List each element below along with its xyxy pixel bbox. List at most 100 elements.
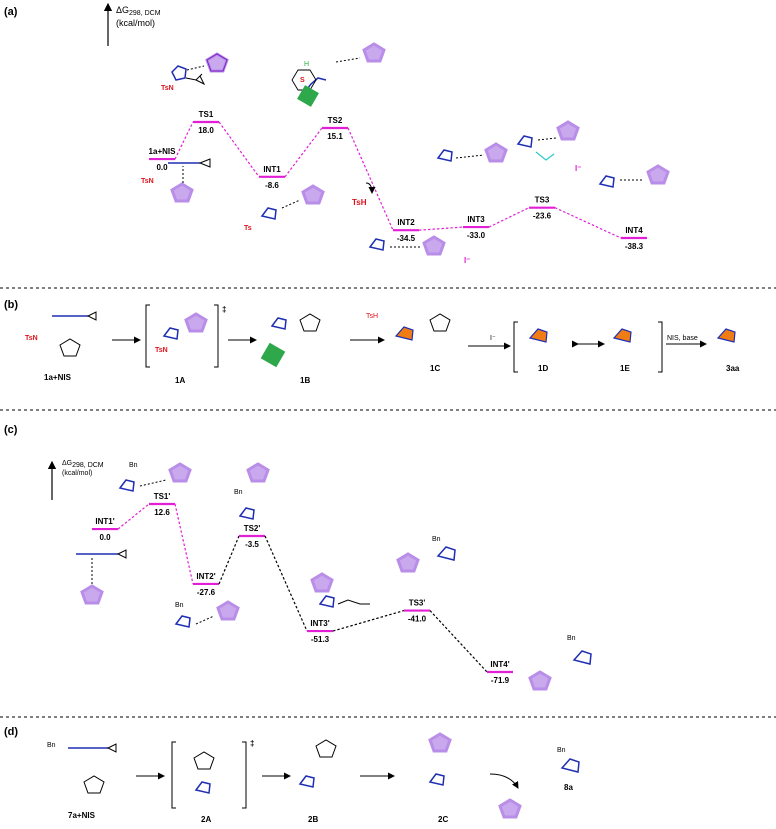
nis-base-label: NIS, base xyxy=(667,335,698,342)
profile-c-state-name: INT4' xyxy=(490,660,509,669)
svg-text:TsN: TsN xyxy=(155,347,168,354)
profile-c-state-name: TS1' xyxy=(154,492,171,501)
profile-a-state-value: -23.6 xyxy=(533,212,552,221)
profile-a-state-name: TS3 xyxy=(535,196,550,205)
bn-d2: Bn xyxy=(557,747,566,754)
svg-text:TsN: TsN xyxy=(161,85,174,92)
profile-a-state-name: INT1 xyxy=(263,165,281,174)
reactant-structure-a: TsN xyxy=(141,158,211,203)
compound-7a-nis: 7a+NIS xyxy=(68,811,96,820)
svg-text:S: S xyxy=(300,77,305,84)
profile-c-state-name: TS3' xyxy=(409,599,426,608)
bn-c5: Bn xyxy=(567,635,576,642)
ts2-structure: S H xyxy=(291,42,386,107)
profile-a-connector xyxy=(418,226,464,231)
ts1-structure: TsN xyxy=(161,52,229,92)
profile-a-state-value: -33.0 xyxy=(467,231,486,240)
profile-a-state-name: INT3 xyxy=(467,215,485,224)
profile-c-state-name: INT3' xyxy=(310,619,329,628)
profile-a-connector xyxy=(554,207,622,239)
profile-a-connector xyxy=(488,207,530,228)
panel-d-scheme: Bn 7a+NIS ‡ 2A 2B 2C Bn 8a xyxy=(47,732,580,824)
profile-a-state-name: TS2 xyxy=(328,116,343,125)
profile-c-state-value: -71.9 xyxy=(491,676,510,685)
profile-a-state-value: 15.1 xyxy=(327,132,343,141)
ts3-structure xyxy=(516,120,580,161)
compound-2A: 2A xyxy=(201,815,211,824)
profile-a-state-value: -34.5 xyxy=(397,234,416,243)
panel-a-axis-unit: (kcal/mol) xyxy=(116,18,155,28)
compound-8a: 8a xyxy=(564,783,573,792)
profile-c-connector xyxy=(332,609,405,632)
profile-c-state-value: 12.6 xyxy=(154,508,170,517)
iodide-label-a1: I⁻ xyxy=(575,164,581,173)
panel-a-axis-label: ΔG298, DCM xyxy=(116,5,161,17)
profile-a-state-name: INT2 xyxy=(397,218,415,227)
energy-profile-a: 1a+NIS0.0TS118.0INT1-8.6TS215.1INT2-34.5… xyxy=(149,110,647,251)
bn-c1: Bn xyxy=(129,462,138,469)
profile-a-state-name: 1a+NIS xyxy=(149,147,177,156)
bn-c4: Bn xyxy=(432,536,441,543)
profile-a-state-value: -38.3 xyxy=(625,242,644,251)
profile-c-state-value: -51.3 xyxy=(311,635,330,644)
dagger-1a: ‡ xyxy=(222,305,226,314)
compound-3aa: 3aa xyxy=(726,364,740,373)
panel-d-label: (d) xyxy=(4,726,18,738)
int1-structure: Ts xyxy=(244,184,325,232)
profile-a-state-value: -8.6 xyxy=(265,181,279,190)
profile-c-state-value: 0.0 xyxy=(99,533,111,542)
profile-c-state-name: INT2' xyxy=(196,572,215,581)
profile-a-state-name: TS1 xyxy=(199,110,214,119)
panel-a-label: (a) xyxy=(4,6,18,18)
int4-structure xyxy=(598,164,670,188)
profile-c-connector xyxy=(429,610,488,673)
compound-2C: 2C xyxy=(438,815,448,824)
panel-b-label: (b) xyxy=(4,299,18,311)
profile-a-connector xyxy=(347,127,394,231)
profile-c-state-name: INT1' xyxy=(95,517,114,526)
int2-structure xyxy=(368,142,508,256)
profile-a-connector xyxy=(284,127,323,178)
panel-c-axis-label: ΔG298, DCM xyxy=(62,460,104,469)
profile-c-connector xyxy=(264,535,308,632)
tsh-label-b: TsH xyxy=(366,313,378,320)
profile-c-connector xyxy=(117,503,150,530)
panel-b-scheme: TsN 1a+NIS ‡ TsN 1A 1B TsH 1C I⁻ 1D 1E xyxy=(25,304,740,385)
panel-c-axis-unit: (kcal/mol) xyxy=(62,470,92,477)
tsh-label-a: TsH xyxy=(352,198,367,207)
profile-a-connector xyxy=(174,121,194,160)
profile-c-state-value: -41.0 xyxy=(408,615,427,624)
compound-1D: 1D xyxy=(538,364,548,373)
compound-1a-nis: 1a+NIS xyxy=(44,373,72,382)
iodide-label-b: I⁻ xyxy=(490,335,496,342)
panel-c-structures: Bn Bn Bn Bn Bn xyxy=(76,462,592,691)
panel-c-axis: ΔG298, DCM (kcal/mol) xyxy=(47,460,104,500)
svg-text:Ts: Ts xyxy=(244,225,252,232)
profile-a-connector xyxy=(218,121,260,178)
profile-c-connector xyxy=(218,535,240,585)
profile-c-connector xyxy=(174,503,194,585)
svg-text:H: H xyxy=(304,61,309,68)
profile-c-state-value: -27.6 xyxy=(197,588,216,597)
compound-1E: 1E xyxy=(620,364,630,373)
panel-c-label: (c) xyxy=(4,424,18,436)
bn-c2: Bn xyxy=(234,489,243,496)
panel-a-axis: ΔG298, DCM (kcal/mol) xyxy=(103,2,161,46)
compound-1B: 1B xyxy=(300,376,310,385)
profile-c-state-name: TS2' xyxy=(244,524,261,533)
profile-a-state-name: INT4 xyxy=(625,226,643,235)
svg-text:TsN: TsN xyxy=(141,178,154,185)
compound-2B: 2B xyxy=(308,815,318,824)
panel-a-structures: TsN S H TsN Ts xyxy=(141,42,670,265)
bn-c3: Bn xyxy=(175,602,184,609)
profile-c-state-value: -3.5 xyxy=(245,540,259,549)
dagger-2a: ‡ xyxy=(250,739,254,748)
svg-text:TsN: TsN xyxy=(25,335,38,342)
iodide-label-a2: I⁻ xyxy=(464,256,470,265)
profile-a-state-value: 0.0 xyxy=(156,163,168,172)
compound-1A: 1A xyxy=(175,376,185,385)
bn-d1: Bn xyxy=(47,742,56,749)
compound-1C: 1C xyxy=(430,364,440,373)
